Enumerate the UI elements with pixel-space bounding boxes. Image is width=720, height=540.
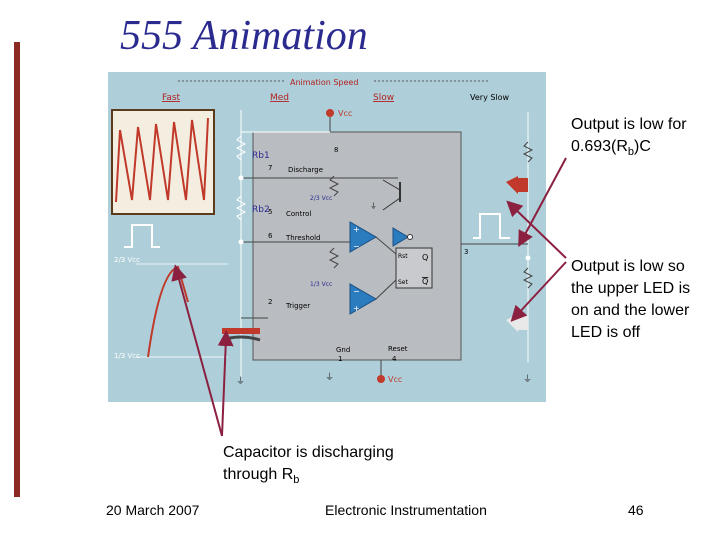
arrow-to-upper-led: [506, 200, 567, 259]
slide-title: 555 Animation: [120, 13, 368, 59]
one-third-vcc-internal: 1/3 Vcc: [310, 281, 332, 288]
lower-comp-minus: −: [353, 287, 360, 296]
vcc-bottom-label: Vcc: [388, 375, 402, 384]
accent-bar: [14, 42, 20, 497]
ff-set-label: Set: [398, 279, 409, 286]
two-thirds-vcc-label: 2/3 Vcc: [114, 256, 140, 264]
arrow-to-capacitor: [217, 330, 234, 437]
pin-8-label: 8: [334, 146, 338, 154]
capacitor-note: Capacitor is discharging through Rb: [223, 444, 394, 487]
svg-text:⏚: ⏚: [523, 374, 532, 385]
svg-text:⏚: ⏚: [370, 202, 377, 210]
speed-fast-button[interactable]: Fast: [162, 93, 181, 103]
pin-1-label: 1: [338, 355, 342, 363]
output-led-note: Output is low so the upper LED is on and…: [571, 258, 691, 341]
ff-rst-label: Rst: [398, 253, 408, 260]
vcc-top-label: Vcc: [338, 109, 352, 118]
reset-label: Reset: [388, 345, 408, 353]
speed-med-button[interactable]: Med: [270, 93, 289, 103]
lower-comp-plus: +: [353, 304, 360, 313]
speed-slow-button[interactable]: Slow: [373, 93, 394, 103]
footer-title: Electronic Instrumentation: [325, 502, 487, 518]
rb1-label: Rb1: [252, 151, 270, 161]
trigger-label: Trigger: [285, 302, 310, 310]
pin-4-label: 4: [392, 355, 397, 363]
upper-comparator: [349, 221, 378, 253]
speed-very-slow-button[interactable]: Very Slow: [470, 93, 510, 102]
pin-2-label: 2: [268, 298, 272, 306]
svg-text:⏚: ⏚: [325, 372, 334, 383]
upper-led-icon: [506, 176, 518, 194]
footer-date: 20 March 2007: [106, 502, 200, 518]
page-number: 46: [628, 502, 644, 518]
output-pulse-icon: [473, 213, 510, 239]
arrow-to-lower-led: [510, 261, 567, 322]
pin-6-label: 6: [268, 232, 273, 240]
flip-flop: [395, 247, 433, 289]
capacitor-icon: [222, 328, 260, 334]
pulse-icon: [124, 224, 160, 248]
discharge-label: Discharge: [288, 166, 323, 174]
pin-3-label: 3: [464, 248, 468, 256]
gnd-label: Gnd: [336, 346, 350, 354]
one-third-vcc-label: 1/3 Vcc: [114, 352, 140, 360]
lower-comparator: [349, 283, 378, 315]
rb2-label: Rb2: [252, 205, 270, 215]
arrow-to-scope: [518, 157, 567, 248]
scope-waveform: [115, 117, 209, 203]
svg-text:⏚: ⏚: [236, 376, 245, 387]
ff-qbar-label: Q: [422, 277, 428, 286]
threshold-label: Threshold: [285, 234, 321, 242]
two-thirds-vcc-internal: 2/3 Vcc: [310, 195, 332, 202]
speed-header: Animation Speed: [290, 78, 358, 87]
pin-7-label: 7: [268, 164, 272, 172]
output-low-time-note: Output is low for 0.693(Rb)C: [571, 116, 687, 159]
animation-frame: Animation Speed Fast Med Slow Very Slow …: [108, 72, 546, 402]
control-label: Control: [286, 210, 311, 218]
arrow-to-cap-curve: [171, 264, 223, 437]
ff-q-label: Q: [422, 253, 428, 262]
upper-comp-plus: +: [353, 225, 360, 234]
output-buffer: [392, 227, 409, 247]
pin-5-label: 5: [268, 208, 272, 216]
upper-comp-minus: −: [353, 242, 360, 251]
